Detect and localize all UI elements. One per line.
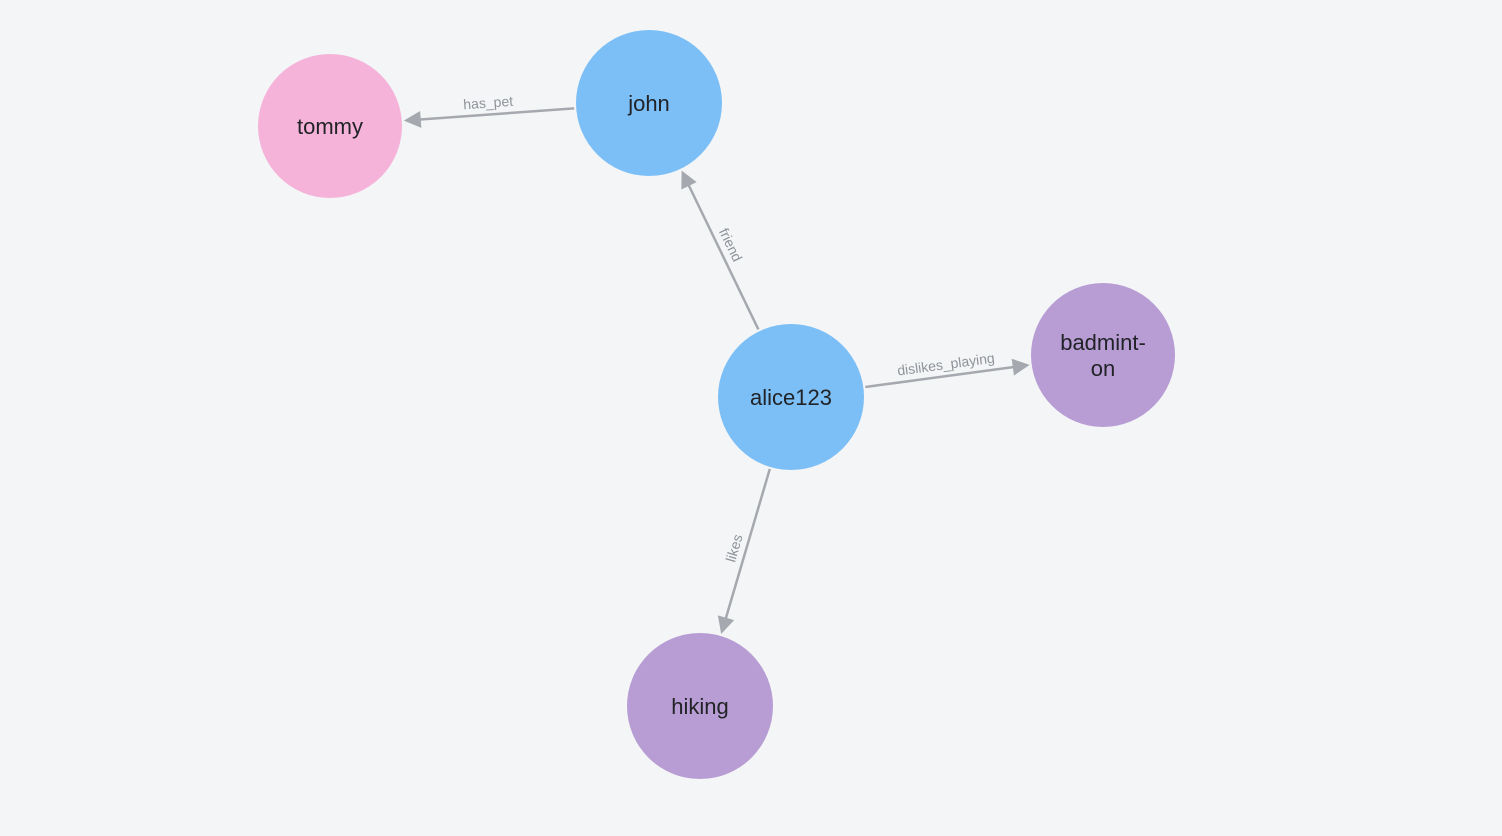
edge-label-has_pet: has_pet (463, 93, 514, 113)
edge-friend[interactable]: friend (681, 170, 760, 331)
node-john[interactable]: john (576, 30, 722, 176)
node-alice123[interactable]: alice123 (718, 324, 864, 470)
node-circle-tommy[interactable] (258, 54, 402, 198)
node-circle-badminton[interactable] (1031, 283, 1175, 427)
node-tommy[interactable]: tommy (258, 54, 402, 198)
edge-has_pet[interactable]: has_pet (403, 93, 575, 128)
edge-line-friend[interactable] (686, 181, 760, 331)
edge-line-dislikes_playing[interactable] (865, 365, 1017, 389)
node-hiking[interactable]: hiking (627, 633, 773, 779)
node-circle-john[interactable] (576, 30, 722, 176)
edge-label-friend: friend (716, 226, 746, 265)
edge-line-has_pet[interactable] (416, 107, 575, 121)
edge-arrowhead-icon (403, 110, 422, 128)
edge-arrowhead-icon (717, 615, 735, 635)
edge-label-dislikes_playing: dislikes_playing (896, 350, 995, 379)
node-badminton[interactable]: badmint-on (1031, 283, 1175, 427)
edge-arrowhead-icon (1011, 358, 1030, 376)
node-circle-alice123[interactable] (718, 324, 864, 470)
node-circle-hiking[interactable] (627, 633, 773, 779)
edge-arrowhead-icon (681, 170, 697, 190)
edge-dislikes_playing[interactable]: dislikes_playing (865, 350, 1030, 389)
edge-line-likes[interactable] (723, 468, 772, 622)
edge-likes[interactable]: likes (717, 468, 772, 635)
